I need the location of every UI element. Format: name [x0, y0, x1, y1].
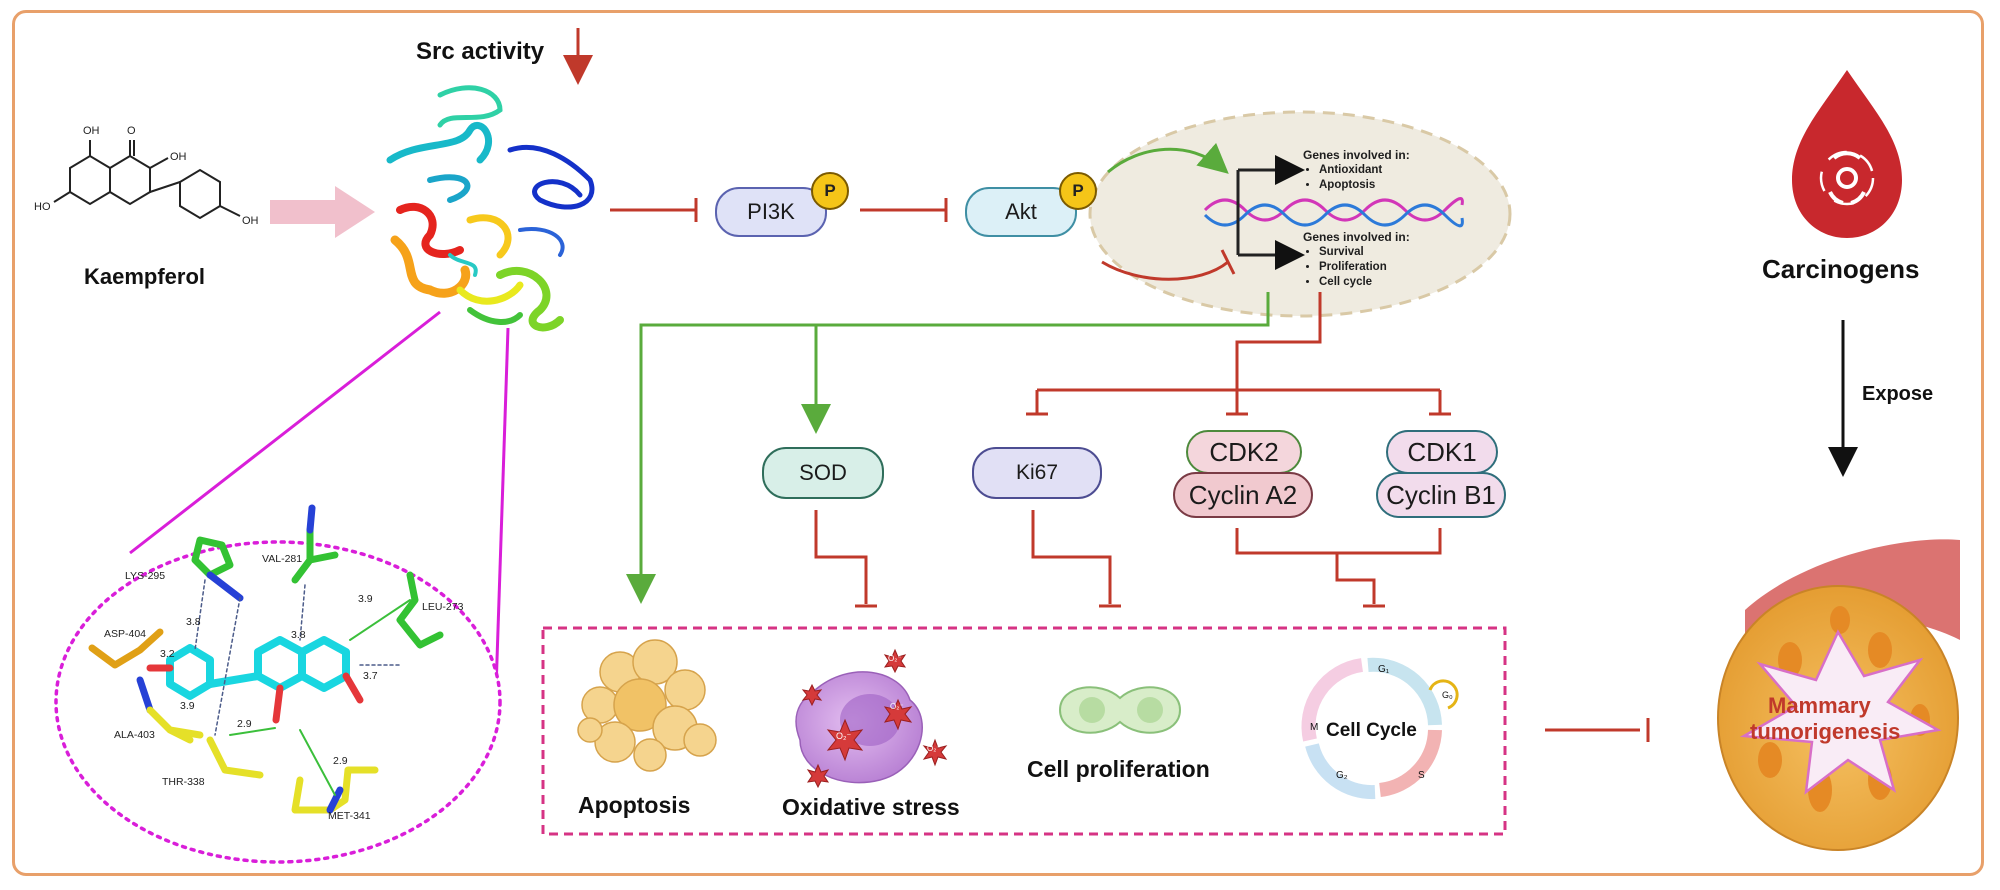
distance-label: 3.7: [363, 670, 378, 682]
zoom-line-left: [129, 310, 441, 555]
distance-label: 3.9: [358, 593, 373, 605]
oxidative-stress-label: Oxidative stress: [782, 794, 960, 820]
outcomes-box: [541, 626, 1507, 836]
distance-label: 3.2: [160, 648, 175, 660]
akt-node: Akt: [965, 187, 1077, 237]
gene-item: Survival: [1319, 245, 1410, 260]
genes-upper: Genes involved in: Antioxidant Apoptosis: [1303, 148, 1410, 193]
cyclin-a2-node: Cyclin A2: [1173, 472, 1313, 518]
apoptosis-icon: [577, 639, 717, 772]
sod-node: SOD: [762, 447, 884, 499]
expose-label: Expose: [1862, 383, 1934, 405]
phospho-icon: P: [1059, 172, 1097, 210]
phospho-icon: P: [811, 172, 849, 210]
distance-label: 3.8: [291, 629, 306, 641]
oxidative-stress-icon: [795, 671, 923, 784]
cycle-phase-m: M: [1310, 722, 1319, 733]
dna-helix-icon: [1203, 197, 1464, 228]
akt-activate-arrow: [1107, 142, 1229, 174]
src-protein-ribbon: [386, 85, 595, 332]
cdk1-node: CDK1: [1386, 430, 1498, 474]
distance-label: 2.9: [237, 718, 252, 730]
ligand-structure: [88, 504, 444, 814]
genes-lower: Genes involved in: Survival Proliferatio…: [1303, 230, 1410, 290]
src-activity-label: Src activity: [416, 38, 545, 65]
genes-upper-title: Genes involved in:: [1303, 148, 1410, 162]
kaempferol-structure: [53, 140, 241, 220]
ki67-node: Ki67: [972, 447, 1102, 499]
gene-item: Apoptosis: [1319, 178, 1410, 193]
kaempferol-oh-2: OH: [170, 151, 187, 163]
residue-label: ASP-404: [104, 628, 147, 640]
cell-cycle-label: Cell Cycle: [1326, 720, 1417, 741]
cdk2-node: CDK2: [1186, 430, 1302, 474]
inhibition-branch: [1026, 292, 1451, 416]
mammary-tissue-icon: [1717, 539, 1960, 851]
gene-item: Cell cycle: [1319, 275, 1410, 290]
residue-label: MET-341: [328, 810, 371, 822]
akt-inhibit-arrow: [1101, 249, 1236, 281]
ros-label: O₂⁻: [836, 731, 852, 741]
outer-frame: [12, 10, 1984, 876]
carcinogens-label: Carcinogens: [1762, 254, 1920, 284]
cycle-phase-g2: G₂: [1336, 770, 1348, 781]
residue-label: VAL-281: [262, 553, 303, 565]
cycle-phase-g0: G₀: [1442, 690, 1453, 700]
tumor-label-line2: tumorigenesis: [1750, 719, 1901, 744]
pi3k-node: PI3K: [715, 187, 827, 237]
gene-item: Antioxidant: [1319, 163, 1410, 178]
genes-lower-title: Genes involved in:: [1303, 230, 1410, 244]
kaempferol-o: O: [127, 125, 136, 137]
distance-label: 2.9: [333, 755, 348, 767]
gene-branch-arrows: [1236, 155, 1305, 270]
cdk-inhibit-cycle: [1235, 528, 1442, 608]
residue-label: ALA-403: [114, 729, 155, 741]
ki67-inhibit-proliferation: [1031, 510, 1121, 608]
zoom-line-right: [494, 327, 510, 691]
residue-label: THR-338: [162, 776, 205, 788]
ros-star-icon: [801, 648, 948, 789]
ros-label: O₂⁻: [888, 654, 902, 663]
tumor-label-line1: Mammary: [1768, 693, 1871, 718]
cell-proliferation-label: Cell proliferation: [1027, 756, 1210, 782]
ros-label: O₂⁻: [927, 744, 941, 753]
gene-nucleus: [1088, 110, 1512, 318]
distance-label: 3.8: [186, 616, 201, 628]
kaempferol-oh-1: OH: [83, 125, 100, 137]
apoptosis-label: Apoptosis: [578, 792, 691, 818]
gene-item: Proliferation: [1319, 260, 1410, 275]
binding-arrow: [270, 186, 375, 238]
inhibit-pi3k-akt: [860, 198, 948, 222]
cycle-phase-g1: G₁: [1378, 664, 1390, 675]
residue-label: LYS-295: [125, 570, 166, 582]
cyclin-b1-node: Cyclin B1: [1376, 472, 1506, 518]
kaempferol-oh-4: OH: [242, 215, 259, 227]
sod-inhibit-oxidative: [814, 510, 877, 608]
biohazard-icon: [1819, 150, 1875, 206]
cell-division-icon: [1058, 686, 1182, 734]
inhibit-src-pi3k: [610, 198, 698, 222]
residue-label: LEU-273: [422, 601, 464, 613]
activation-branch: [626, 292, 1270, 604]
ros-label: O₂⁻: [890, 702, 904, 711]
compound-label: Kaempferol: [84, 264, 206, 289]
cell-cycle-icon: [1301, 657, 1459, 800]
cycle-phase-s: S: [1418, 770, 1425, 781]
distance-label: 3.9: [180, 700, 195, 712]
tumor-inhibit: [1545, 718, 1650, 742]
kaempferol-oh-3: HO: [34, 201, 51, 213]
